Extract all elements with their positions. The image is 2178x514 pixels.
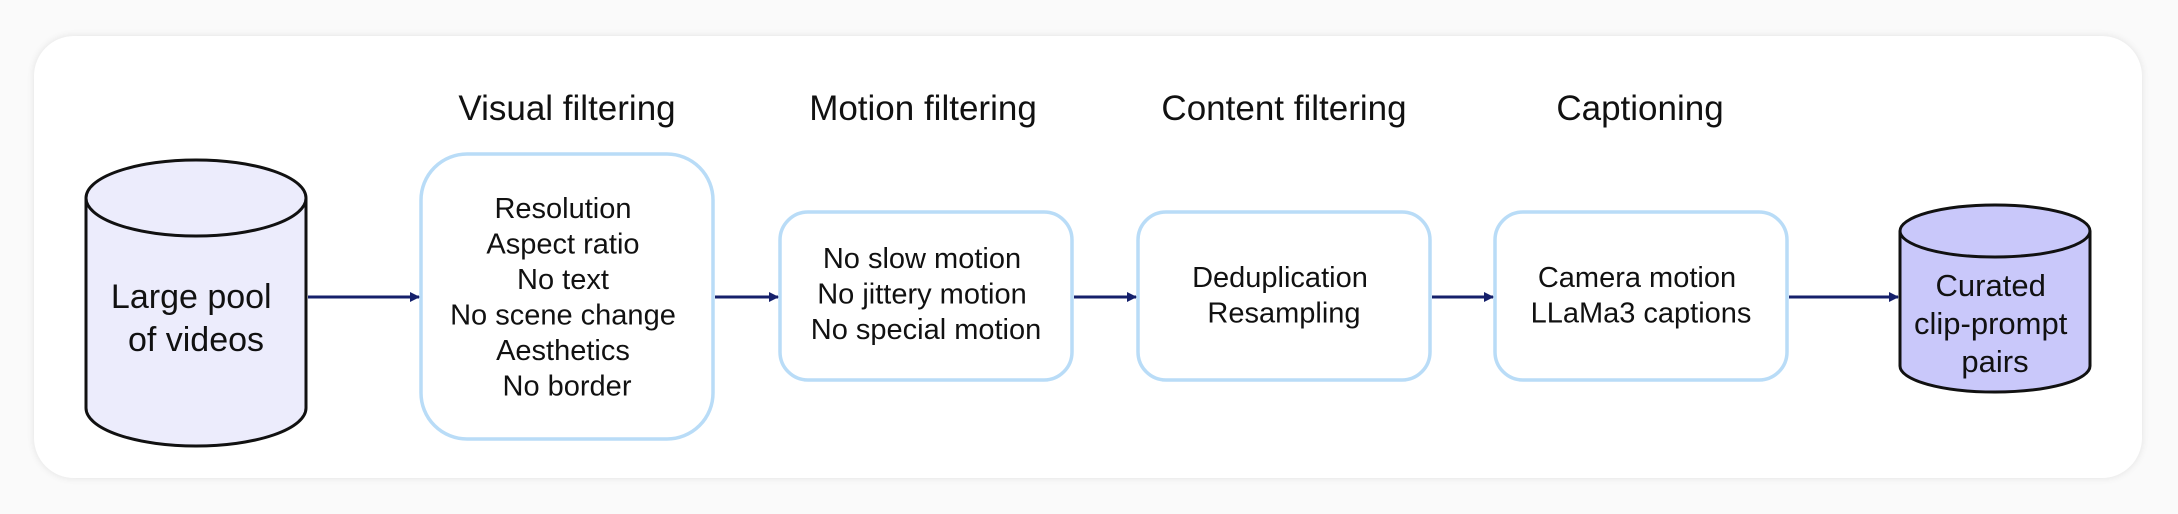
source-cylinder-body [84, 198, 308, 448]
stage-box-captioning [1493, 210, 1789, 382]
target-cylinder-body [1898, 231, 2092, 394]
svg-text:Resolution Aspect ratio: Resolution Aspect ratio No text No scene… [450, 193, 684, 403]
stage-item: Aesthetics [496, 335, 630, 367]
stage-box-visual-filtering [419, 152, 715, 441]
stage-item: Aspect ratio [486, 229, 639, 261]
stage-item: LLaMa3 captions [1531, 298, 1752, 330]
stage-heading-content-filtering: Content filtering [1161, 89, 1406, 128]
diagram-panel [34, 36, 2142, 478]
svg-text:No slow motion No jittery: No slow motion No jittery motion No spec… [811, 243, 1042, 346]
source-cylinder-top [84, 158, 308, 238]
stage-heading-captioning: Captioning [1556, 89, 1723, 128]
target-cylinder: Curated clip-prompt pairs [1898, 203, 2092, 394]
svg-text:Deduplication Resampling: Deduplication Resampling [1192, 262, 1376, 330]
stage-item: Deduplication [1192, 262, 1368, 294]
stage-heading-visual-filtering: Visual filtering [458, 89, 675, 128]
target-label-line-2: clip-prompt [1914, 306, 2068, 341]
source-cylinder: Large pool of videos [84, 158, 308, 448]
target-label-line-1: Curated [1936, 268, 2046, 303]
stage-box-motion-filtering [778, 210, 1074, 382]
source-label-line-2: of videos [128, 321, 264, 359]
target-cylinder-top [1898, 203, 2092, 259]
stage-item: Resampling [1207, 298, 1360, 330]
stage-heading-motion-filtering: Motion filtering [809, 89, 1037, 128]
stage-item: Resolution [494, 193, 631, 225]
stage-item: No border [503, 371, 632, 403]
source-label-line-1: Large pool [111, 278, 272, 316]
target-label-line-3: pairs [1961, 344, 2028, 379]
svg-text:Large pool of videos: Large pool of videos [111, 278, 281, 359]
stage-item: Camera motion [1538, 262, 1736, 294]
stage-item: No special motion [811, 314, 1042, 346]
stage-item: No jittery motion [817, 279, 1027, 311]
stage-item: No slow motion [823, 243, 1021, 275]
stage-item: No text [517, 264, 609, 296]
stage-box-content-filtering [1136, 210, 1432, 382]
stage-item: No scene change [450, 300, 676, 332]
svg-text:Curated clip-prompt: Curated clip-prompt pairs [1914, 268, 2076, 379]
svg-text:Camera motion LLaMa3 capti: Camera motion LLaMa3 captions [1531, 262, 1752, 330]
